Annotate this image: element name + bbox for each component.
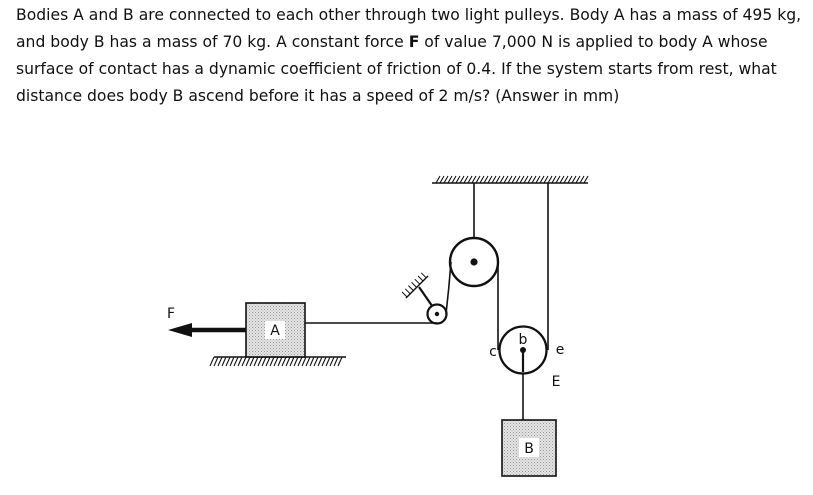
cables: [305, 183, 549, 420]
point-b-label: b: [519, 332, 528, 348]
block-b-label: B: [524, 441, 534, 457]
force-label: F: [167, 306, 175, 322]
force-arrow: F: [167, 306, 246, 337]
point-e-label: e: [556, 342, 565, 358]
block-a: A: [245, 302, 306, 358]
block-a-label: A: [270, 323, 280, 339]
point-c-label: c: [489, 344, 497, 360]
guide-pulley: [426, 303, 448, 325]
block-b: B: [501, 419, 557, 477]
ceiling-support: [432, 175, 589, 184]
point-E-label: E: [552, 374, 561, 390]
problem-statement: Bodies A and B are connected to each oth…: [16, 2, 806, 110]
problem-text-part2: of value 7,000 N is applied to body A wh…: [16, 33, 777, 105]
movable-pulley: [498, 325, 548, 375]
problem-text-part1: Bodies A and B are connected to each oth…: [16, 6, 802, 51]
force-symbol: F: [408, 33, 420, 51]
floor-surface: [209, 356, 346, 367]
fixed-pulley: [448, 183, 500, 288]
